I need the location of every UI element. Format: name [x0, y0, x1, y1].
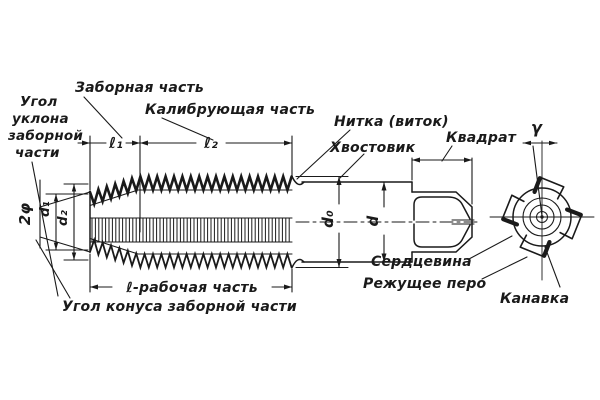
- leader-kanavka: [544, 246, 561, 288]
- label-ugol-uklona-line1: Угол: [20, 94, 57, 110]
- thread-root-circle: [522, 197, 562, 237]
- tap-side-view: [31, 96, 561, 299]
- core-circle: [529, 204, 555, 230]
- label-2phi-angle: 2φ: [16, 203, 34, 226]
- label-ugol-uklona-line3: заборной: [7, 128, 83, 144]
- core-band-borders: [89, 217, 293, 243]
- cutting-land: [559, 207, 583, 240]
- leader-rezhushchee-pero: [481, 256, 528, 280]
- square-flat-top: [413, 196, 471, 221]
- label-nitka-vitok: Нитка (виток): [334, 114, 449, 130]
- shank-outline: [301, 181, 413, 263]
- square-flat-bottom: [413, 223, 471, 248]
- neck-curves: [291, 175, 305, 269]
- label-d1-dimension: d₁: [37, 201, 53, 217]
- label-d0-dimension: d₀: [319, 210, 337, 228]
- core-hatch-band: [91, 217, 290, 243]
- label-d2-dimension: d₂: [55, 210, 71, 226]
- leader-ugol-uklona: [31, 161, 59, 297]
- leader-kalibruyushchaya: [161, 117, 214, 141]
- cone-angle-extensions: [39, 191, 91, 253]
- cutting-land: [501, 194, 525, 227]
- leader-lines: [31, 96, 561, 299]
- square-end-outline: [411, 191, 473, 253]
- cutting-land: [519, 234, 552, 258]
- leader-zabornaya: [83, 96, 123, 139]
- label-ugol-uklona-line2: уклона: [12, 111, 69, 127]
- leader-ugol-konusa: [35, 239, 71, 299]
- extension-lines: [45, 135, 473, 293]
- thread-root-line-bottom: [89, 237, 293, 255]
- labels: Угол уклона заборной части Заборная част…: [7, 80, 569, 315]
- label-zabornaya-chast: Заборная часть: [75, 80, 204, 96]
- core-center-dot: [536, 211, 548, 223]
- label-kvadrat: Квадрат: [446, 130, 517, 146]
- label-rezhushchee-pero: Режущее перо: [363, 276, 487, 292]
- label-l1-dimension: ℓ₁: [108, 134, 123, 152]
- leader-kvadrat: [441, 145, 453, 162]
- label-kanavka: Канавка: [500, 291, 569, 307]
- cutting-land: [532, 176, 565, 200]
- square-centerline-ticks: [451, 219, 475, 225]
- label-d-dimension: d: [364, 215, 382, 226]
- label-serdtsevina: Сердцевина: [371, 254, 472, 270]
- label-kalibruyushchaya-chast: Калибрующая часть: [145, 102, 315, 118]
- label-l2-dimension: ℓ₂: [203, 134, 218, 152]
- label-rabochaya-chast: ℓ-рабочая часть: [125, 280, 258, 296]
- label-gamma-angle: γ: [531, 118, 543, 137]
- thread-crest-circle: [512, 187, 572, 247]
- tap-cross-section: [489, 140, 595, 281]
- thread-profile-top: [88, 172, 293, 209]
- label-khvostovik: Хвостовик: [329, 140, 416, 156]
- thread-root-line-top: [89, 189, 293, 207]
- label-ugol-uklona-line4: части: [15, 145, 60, 161]
- leader-serdtsevina: [468, 235, 513, 260]
- label-ugol-konusa: Угол конуса заборной части: [62, 299, 297, 315]
- leader-khvostovik: [339, 153, 365, 179]
- leader-nitka: [296, 129, 351, 180]
- thread-profile-bottom: [89, 236, 293, 271]
